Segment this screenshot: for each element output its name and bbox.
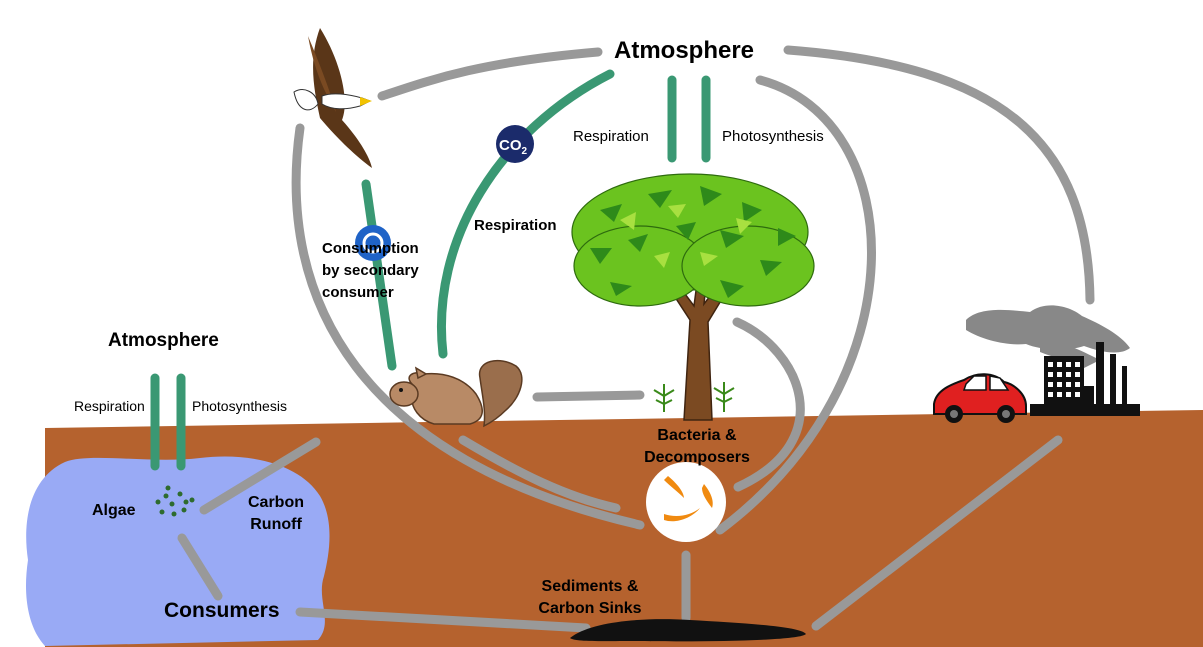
arrow-algae-to-land (199, 437, 321, 515)
consumption-line-1: Consumption (322, 240, 419, 257)
sediments-line-1: Sediments & (541, 578, 639, 595)
water-body (25, 456, 330, 646)
smoke-plume (966, 305, 1130, 368)
bacteria-line-1: Bacteria & (657, 427, 737, 444)
atmosphere-label-main: Atmosphere (614, 37, 755, 64)
sediment-carbon-sink (570, 619, 806, 642)
consumption-line-3: consumer (322, 284, 394, 301)
arrow-atmosphere-right-down (783, 45, 1095, 305)
carbon-runoff-line-2: Runoff (250, 516, 302, 533)
photosynthesis-label-left: Photosynthesis (192, 398, 287, 414)
factory-illustration (1030, 342, 1140, 416)
squirrel-illustration (389, 359, 523, 428)
arrow-atmosphere-to-eagle (377, 47, 603, 101)
bacteria-decomposers-label: Bacteria & Decomposers (636, 425, 758, 469)
tree-illustration (571, 173, 815, 421)
carbon-runoff-line-1: Carbon (248, 494, 304, 511)
o2-badge (355, 225, 391, 261)
arrow-squirrel-to-bacteria (458, 435, 621, 513)
co2-badge-subscript: 2 (522, 146, 528, 157)
consumption-line-2: by secondary (322, 262, 419, 279)
respiration-label-left: Respiration (74, 398, 145, 414)
gray-flow-arrows (177, 45, 1095, 633)
arrow-atmosphere-inner-right (715, 75, 876, 535)
arrow-consumers-to-sediment (295, 607, 591, 633)
arrow-squirrel-to-tree (532, 390, 645, 402)
consumers-label: Consumers (164, 599, 280, 622)
arrow-respiration-squirrel (437, 69, 615, 359)
algae-dots (155, 485, 195, 517)
carbon-runoff-label: Carbon Runoff (236, 492, 316, 536)
arrow-algae-to-consumers (177, 533, 223, 601)
respiration-label-top: Respiration (573, 128, 649, 145)
photosynthesis-label-top: Photosynthesis (722, 128, 824, 145)
algae-label: Algae (92, 502, 136, 519)
green-flow-arrows (150, 69, 711, 471)
arrow-consumption-eagle (361, 179, 397, 371)
co2-badge-text: CO (499, 137, 522, 154)
sediments-label: Sediments & Carbon Sinks (522, 576, 658, 620)
seedlings (653, 382, 735, 412)
arrow-tree-to-bacteria (732, 317, 805, 492)
consumption-label: Consumption by secondary consumer (322, 238, 419, 304)
co2-badge: CO2 (496, 125, 534, 163)
arrow-eagle-left-loop (291, 123, 645, 530)
arrow-factory-to-sediment (811, 435, 1063, 631)
respiration-label-mid: Respiration (474, 217, 557, 234)
bacteria-line-2: Decomposers (644, 449, 750, 466)
bacteria-decomposers (646, 462, 726, 542)
eagle-illustration (293, 28, 372, 168)
atmosphere-label-left: Atmosphere (108, 330, 219, 351)
car-illustration (933, 373, 1027, 423)
sediments-line-2: Carbon Sinks (538, 600, 642, 617)
svg-text:CO2: CO2 (499, 137, 528, 157)
ground (45, 410, 1203, 647)
